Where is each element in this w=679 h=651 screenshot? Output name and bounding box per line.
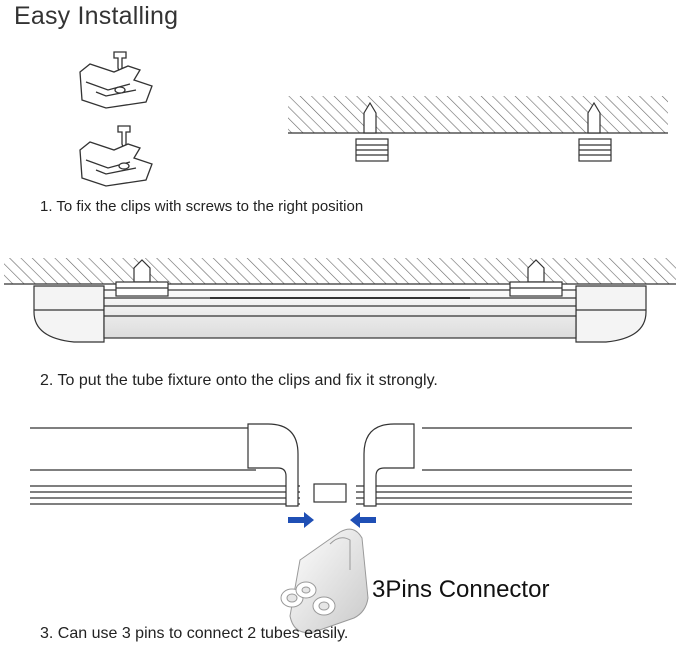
- arrow-left-icon: [350, 512, 376, 528]
- three-pin-connector-image: [280, 528, 369, 634]
- fixture-clip-right: [509, 259, 563, 297]
- ceiling-hatch-step2: [4, 258, 676, 285]
- clip-with-screw-bottom: [79, 125, 153, 187]
- arrow-right-icon: [288, 512, 314, 528]
- tube-left: [30, 423, 300, 507]
- page-title: Easy Installing: [14, 2, 179, 30]
- tube-right: [356, 423, 632, 507]
- clip-with-screw-top: [79, 51, 153, 109]
- step-3-text: 3. Can use 3 pins to connect 2 tubes eas…: [40, 625, 349, 642]
- step-2-text: 2. To put the tube fixture onto the clip…: [40, 372, 438, 389]
- tube-fixture: [33, 285, 647, 343]
- mounted-clip-right: [578, 101, 612, 162]
- ceiling-hatch-step1: [288, 96, 668, 134]
- mounted-clip-left: [355, 101, 389, 162]
- step-1-text: 1. To fix the clips with screws to the r…: [40, 198, 364, 215]
- connector-label: 3Pins Connector: [372, 576, 550, 603]
- fixture-clip-left: [115, 259, 169, 297]
- connector-slot: [313, 483, 347, 503]
